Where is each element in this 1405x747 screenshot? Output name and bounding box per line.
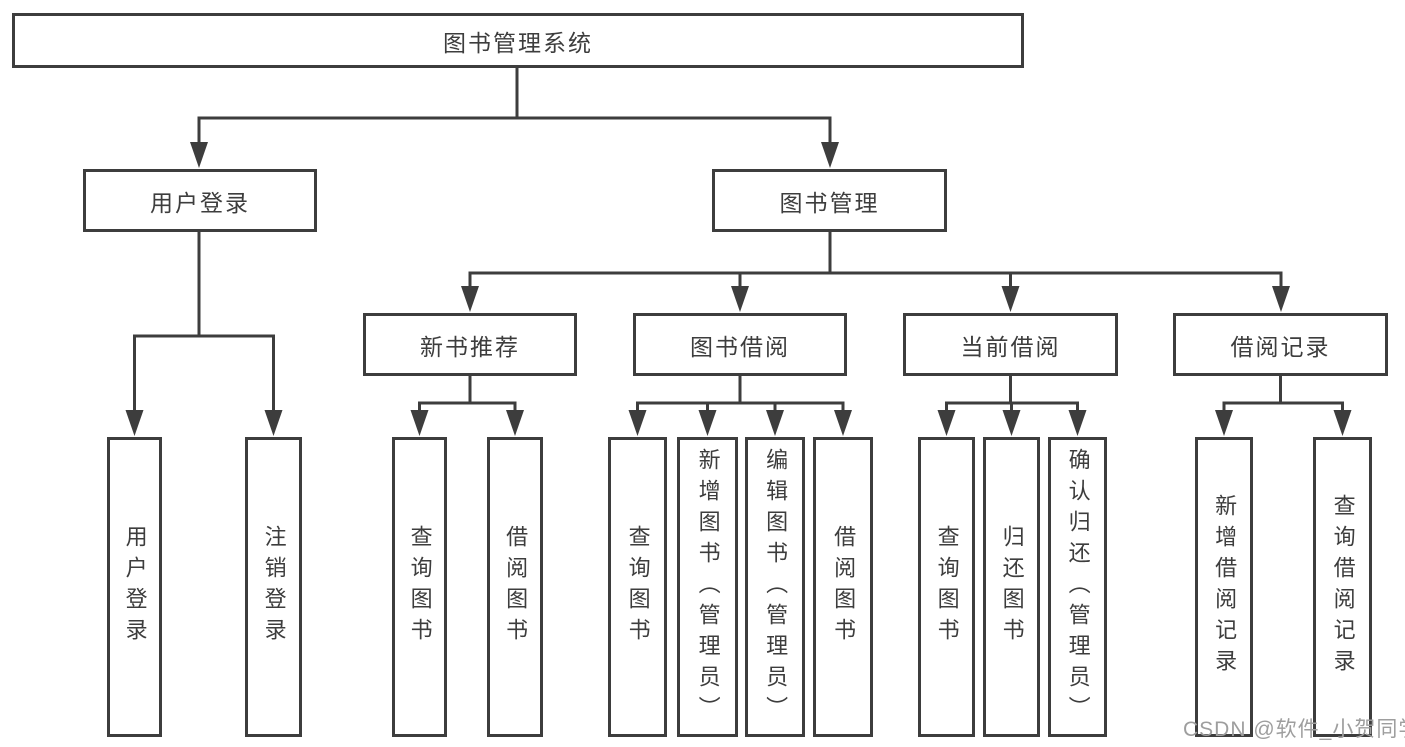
leaf-borrow-books-borrowing-label: 借阅图书 <box>831 525 857 649</box>
leaf-return-books-label: 归还图书 <box>999 525 1025 649</box>
node-borrowing-records: 借阅记录 <box>1173 313 1388 376</box>
node-new-book-recommendation-label: 新书推荐 <box>420 333 520 360</box>
leaf-query-books-current: 查询图书 <box>918 437 975 737</box>
connector-borrowing-records <box>1215 376 1352 436</box>
leaf-query-borrow-record-label: 查询借阅记录 <box>1330 494 1356 680</box>
leaf-add-books-admin-label: 新增图书（管理员） <box>695 447 721 727</box>
node-root-label: 图书管理系统 <box>443 29 593 56</box>
node-book-borrowing-label: 图书借阅 <box>690 333 790 360</box>
leaf-user-login-label: 用户登录 <box>122 525 148 649</box>
leaf-query-books-borrowing-label: 查询图书 <box>625 525 651 649</box>
leaf-add-borrow-record-label: 新增借阅记录 <box>1212 494 1238 680</box>
leaf-user-login: 用户登录 <box>107 437 162 737</box>
leaf-query-books-recommend-label: 查询图书 <box>407 525 433 649</box>
leaf-confirm-return-admin-label: 确认归还（管理员） <box>1065 447 1091 727</box>
leaf-query-borrow-record: 查询借阅记录 <box>1313 437 1372 737</box>
leaf-confirm-return-admin: 确认归还（管理员） <box>1048 437 1107 737</box>
leaf-query-books-current-label: 查询图书 <box>934 525 960 649</box>
leaf-logout: 注销登录 <box>245 437 302 737</box>
leaf-add-borrow-record: 新增借阅记录 <box>1195 437 1253 737</box>
connector-user-login <box>125 232 283 436</box>
node-borrowing-records-label: 借阅记录 <box>1230 333 1331 360</box>
node-new-book-recommendation: 新书推荐 <box>363 313 577 376</box>
leaf-borrow-books-borrowing: 借阅图书 <box>813 437 873 737</box>
watermark: CSDN @软件_小贺同学 <box>1183 718 1405 741</box>
leaf-borrow-books-recommend: 借阅图书 <box>487 437 543 737</box>
leaf-return-books: 归还图书 <box>983 437 1040 737</box>
leaf-logout-label: 注销登录 <box>261 525 287 649</box>
leaf-query-books-borrowing: 查询图书 <box>608 437 667 737</box>
connector-book-borrowing <box>628 376 852 436</box>
leaf-add-books-admin: 新增图书（管理员） <box>677 437 738 737</box>
leaf-edit-books-admin-label: 编辑图书（管理员） <box>763 447 789 727</box>
connector-book-management <box>461 232 1290 312</box>
node-user-login: 用户登录 <box>83 169 317 232</box>
connector-current-borrowing <box>937 376 1087 436</box>
node-current-borrowing-label: 当前借阅 <box>960 333 1061 360</box>
node-book-borrowing: 图书借阅 <box>633 313 847 376</box>
node-user-login-label: 用户登录 <box>150 189 250 216</box>
node-book-management: 图书管理 <box>712 169 947 232</box>
connector-new-book-recommendation <box>410 376 524 436</box>
leaf-query-books-recommend: 查询图书 <box>392 437 447 737</box>
connector-root <box>190 68 839 168</box>
node-book-management-label: 图书管理 <box>779 189 880 216</box>
leaf-edit-books-admin: 编辑图书（管理员） <box>745 437 805 737</box>
node-current-borrowing: 当前借阅 <box>903 313 1118 376</box>
node-root: 图书管理系统 <box>12 13 1024 68</box>
leaf-borrow-books-recommend-label: 借阅图书 <box>503 525 529 649</box>
